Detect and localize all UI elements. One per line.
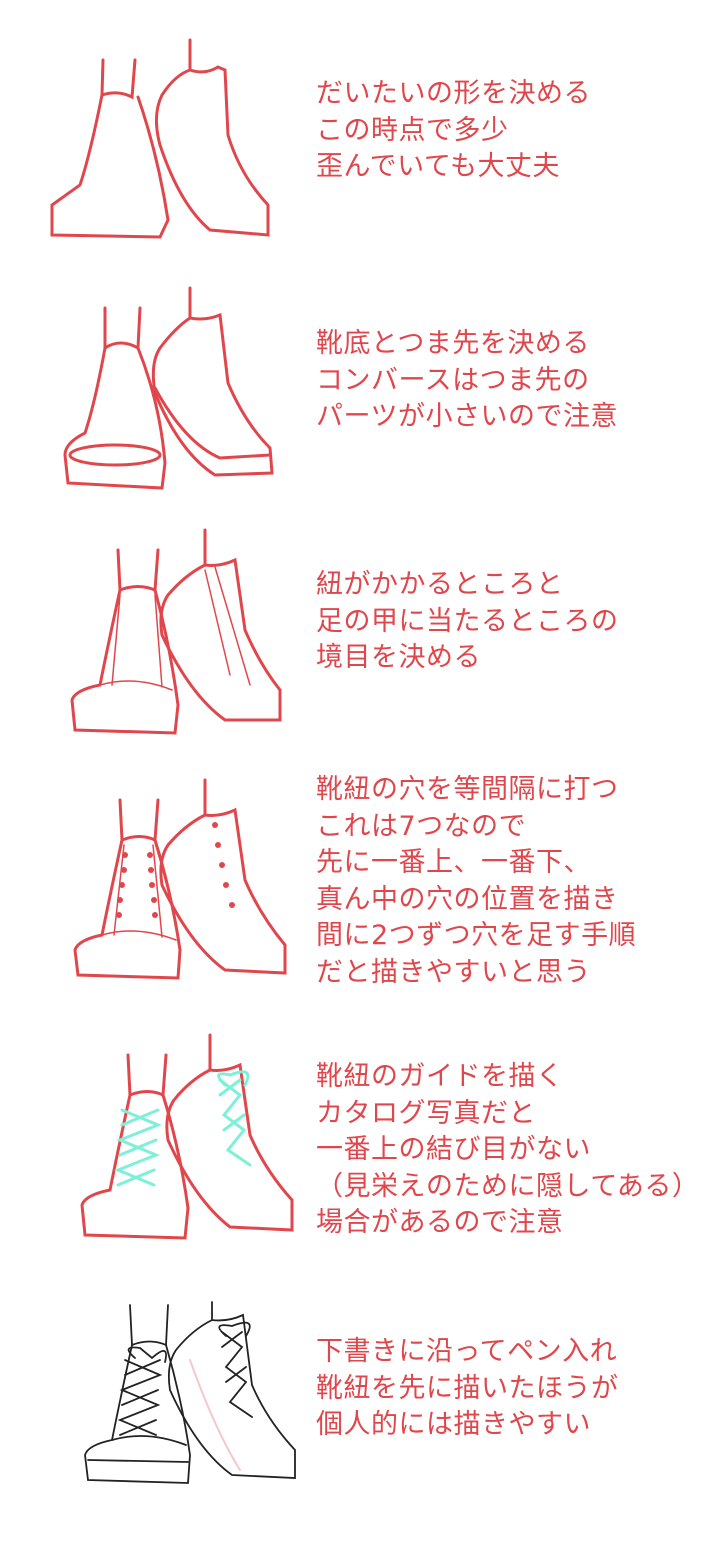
text-line: 個人的には描きやすい (316, 1409, 591, 1440)
sketch-step-6 (40, 1280, 310, 1495)
text-line: 真ん中の穴の位置を描き (316, 883, 619, 915)
text-line: これは7つなので (316, 810, 527, 842)
text-line: カタログ写真だと (316, 1097, 536, 1129)
text-line: 靴紐を先に描いたほうが (316, 1372, 619, 1404)
text-line: この時点で多少 (316, 114, 509, 146)
text-line: 境目を決める (316, 642, 481, 673)
text-line: 紐がかかるところと (316, 569, 564, 600)
step-6-text: 下書きに沿ってペン入れ 靴紐を先に描いたほうが 個人的には描きやすい (316, 1334, 619, 1444)
sketch-step-4 (40, 775, 310, 985)
text-line: パーツが小さいので注意 (316, 401, 618, 432)
step-1-text: だいたいの形を決める この時点で多少 歪んでいても大丈夫 (316, 76, 591, 186)
text-line: 足の甲に当たるところの (316, 605, 619, 637)
text-line: 一番上の結び目がない (316, 1134, 591, 1165)
text-line: コンバースはつま先の (316, 364, 590, 396)
text-line: 下書きに沿ってペン入れ (316, 1336, 618, 1367)
sketch-step-5 (40, 1030, 310, 1245)
text-line: だいたいの形を決める (316, 78, 591, 109)
text-line: 間に2つずつ穴を足す手順 (316, 920, 637, 951)
text-line: だと描きやすいと思う (316, 956, 591, 988)
text-line: 靴紐のガイドを描く (316, 1061, 564, 1092)
text-line: 靴紐の穴を等間隔に打つ (316, 774, 619, 805)
text-line: 靴底とつま先を決める (316, 328, 590, 359)
text-line: （見栄えのために隠してある） (316, 1170, 700, 1202)
step-4-text: 靴紐の穴を等間隔に打つ これは7つなので 先に一番上、一番下、 真ん中の穴の位置… (316, 772, 636, 991)
text-line: 先に一番上、一番下、 (316, 847, 591, 878)
sketch-step-1 (40, 35, 310, 245)
sketch-step-2 (40, 283, 310, 493)
text-line: 場合があるので注意 (316, 1207, 564, 1238)
step-5-text: 靴紐のガイドを描く カタログ写真だと 一番上の結び目がない （見栄えのために隠し… (316, 1059, 699, 1242)
step-3-text: 紐がかかるところと 足の甲に当たるところの 境目を決める (316, 567, 619, 677)
text-line: 歪んでいても大丈夫 (316, 151, 560, 182)
sketch-step-3 (40, 525, 310, 740)
step-2-text: 靴底とつま先を決める コンバースはつま先の パーツが小さいので注意 (316, 326, 618, 436)
